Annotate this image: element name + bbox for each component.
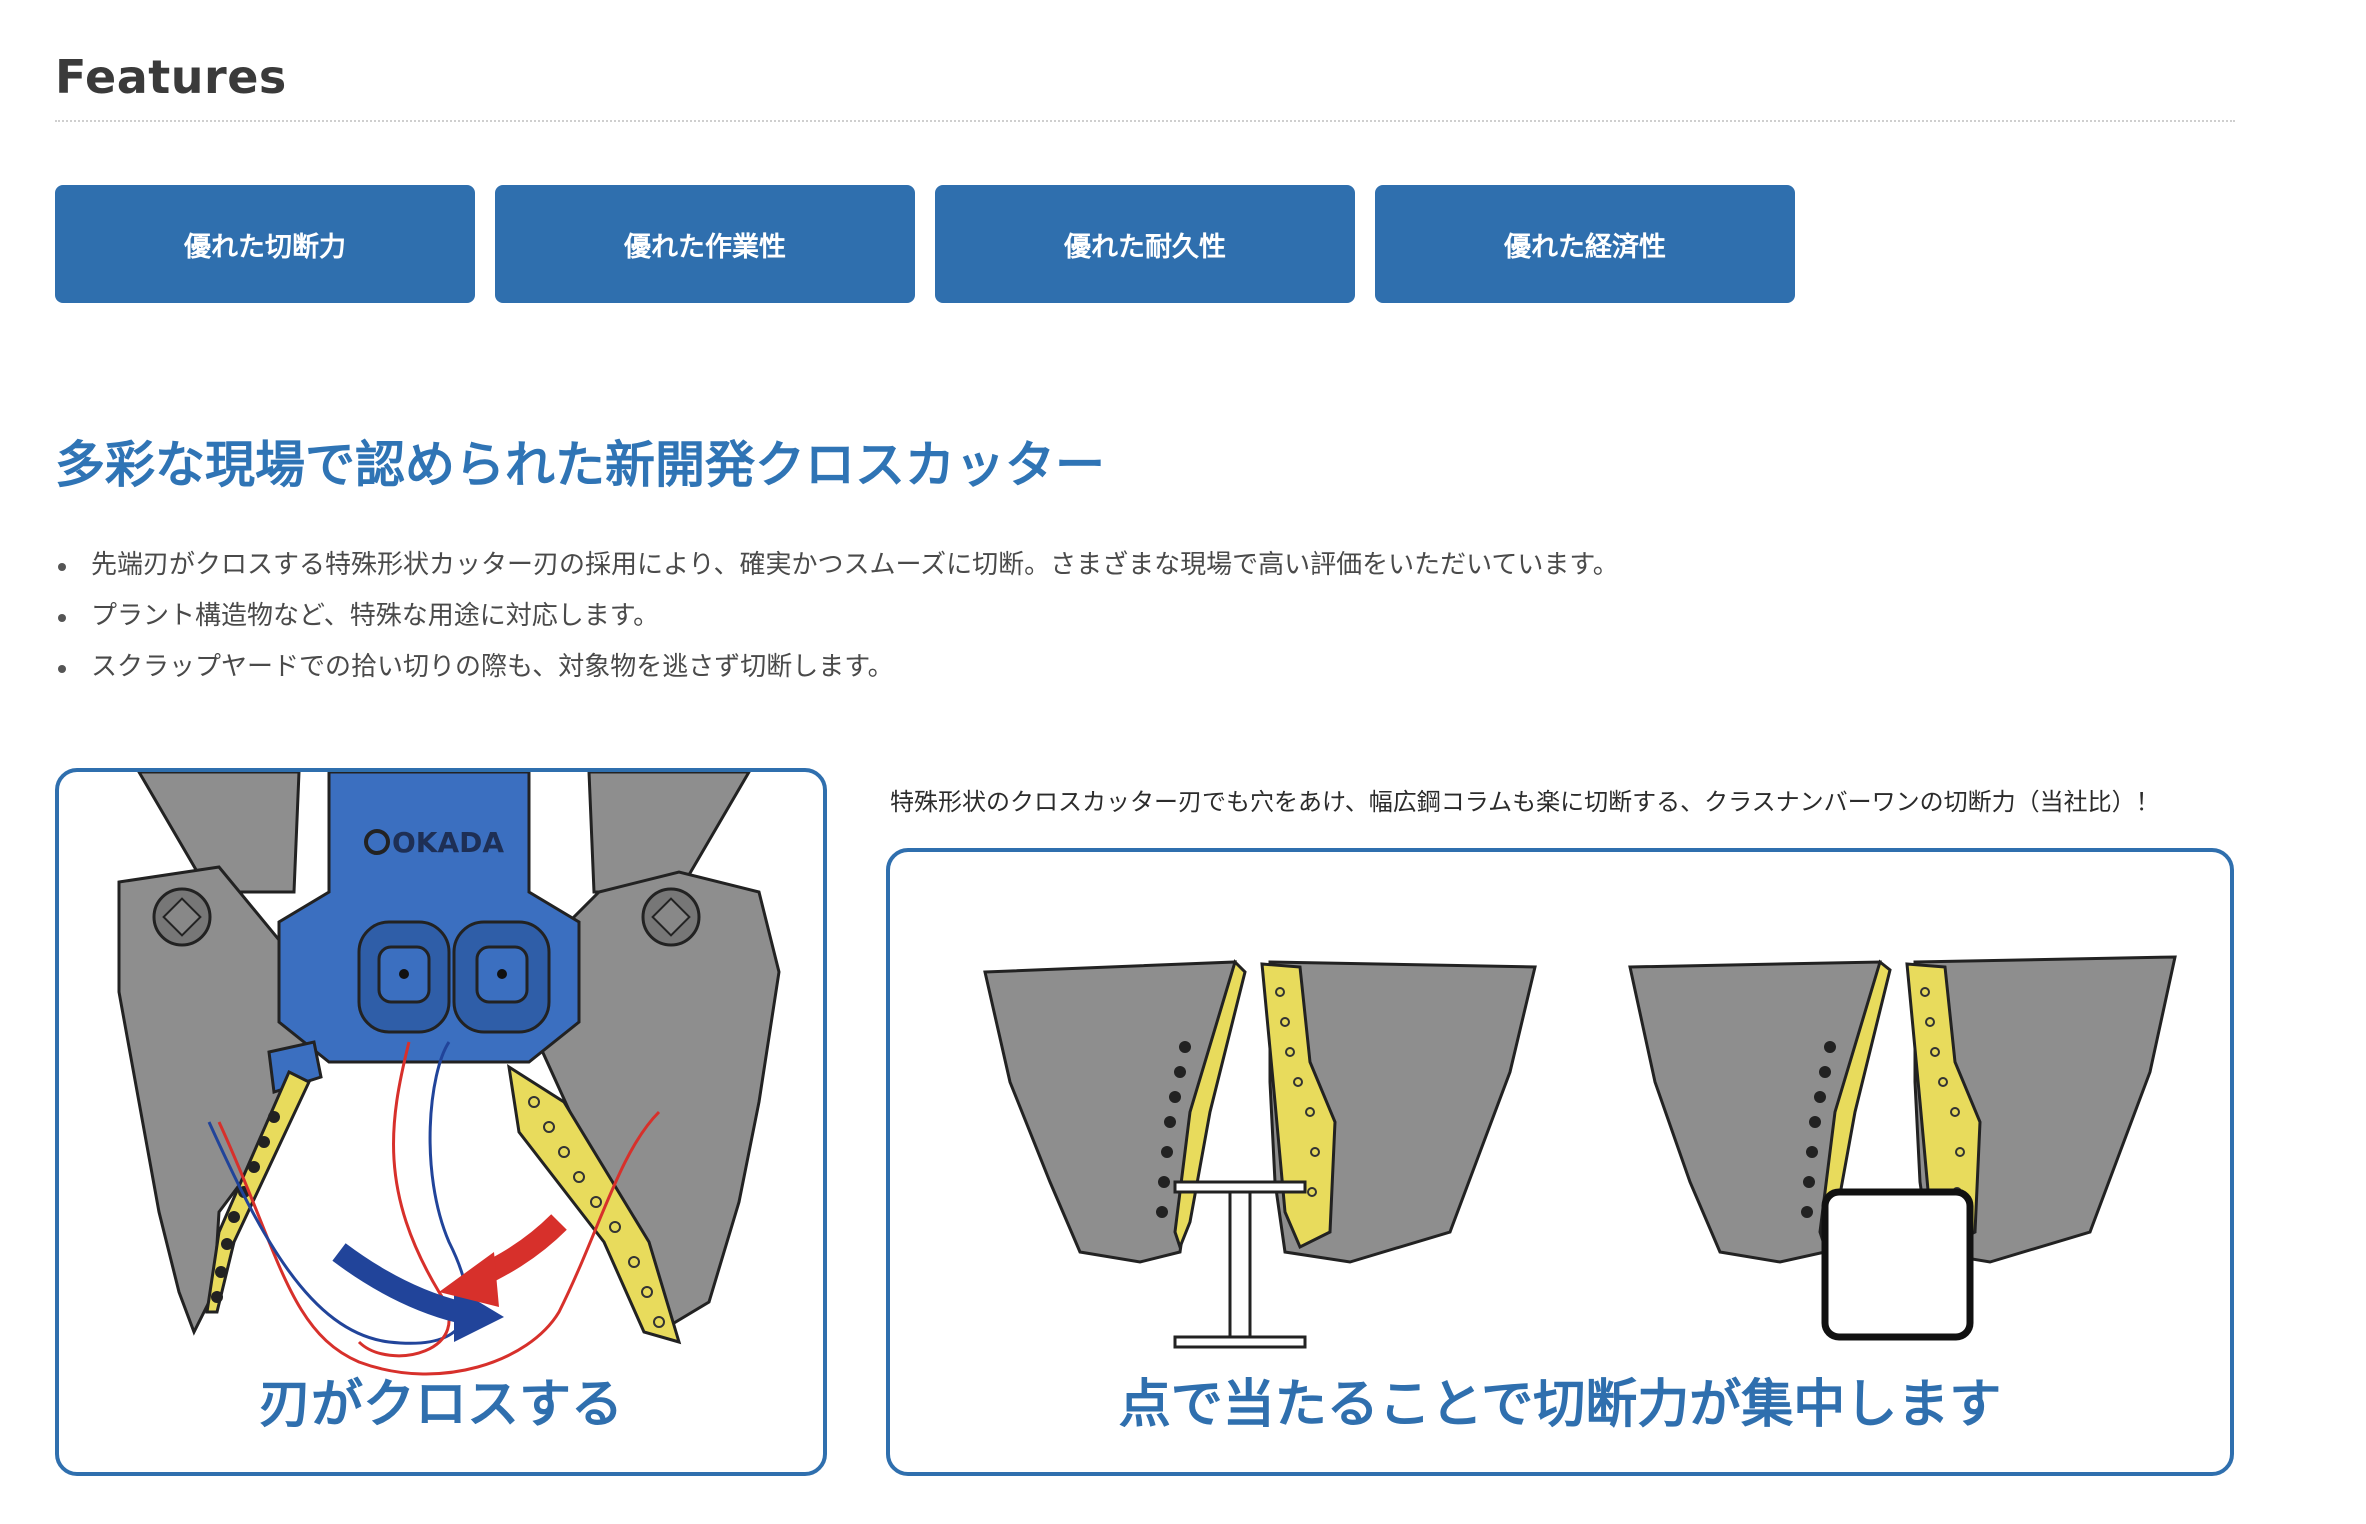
tab-durability[interactable]: 優れた耐久性 (935, 185, 1355, 303)
right-jaw (1268, 960, 1537, 1264)
list-item: 先端刃がクロスする特殊形状カッター刃の採用により、確実かつスムーズに切断。さまざ… (55, 540, 1619, 591)
cross-cutter-illustration: OKADA (117, 772, 781, 1376)
h-beam-web (1228, 1190, 1252, 1339)
blue-arrow-head (454, 1287, 504, 1342)
left-cutter-blade (1173, 959, 1247, 1252)
list-item: スクラップヤードでの拾い切りの際も、対象物を逃さず切断します。 (55, 642, 1619, 693)
cross-cutter-illustration-panel: OKADA 刃がクロスする (55, 768, 827, 1476)
h-beam-bottom-flange (1173, 1335, 1307, 1349)
features-divider (55, 120, 2235, 122)
cutting-power-note: 特殊形状のクロスカッター刃でも穴をあけ、幅広鋼コラムも楽に切断する、クラスナンバ… (890, 788, 2160, 816)
brand-text: OKADA (392, 826, 504, 859)
tab-cutting-power[interactable]: 優れた切断力 (55, 185, 475, 303)
left-upper-arm (137, 772, 301, 894)
right-cutter-blade (507, 1063, 682, 1345)
left-cutter-blade (205, 1069, 311, 1314)
box-column (1821, 1188, 1974, 1341)
point-contact-illustration-panel: 点で当たることで切断力が集中します (886, 848, 2234, 1476)
right-cutter-blade (1905, 962, 1982, 1250)
red-arrow-head (439, 1252, 499, 1307)
left-panel-caption: 刃がクロスする (258, 1375, 623, 1435)
right-panel-caption: 点で当たることで切断力が集中します (1118, 1375, 2002, 1435)
blue-arrow (332, 1243, 462, 1323)
right-jaw (1913, 955, 2177, 1264)
list-item: プラント構造物など、特殊な用途に対応します。 (55, 591, 1619, 642)
tab-economy[interactable]: 優れた経済性 (1375, 185, 1795, 303)
feature-bullet-list: 先端刃がクロスする特殊形状カッター刃の採用により、確実かつスムーズに切断。さまざ… (55, 540, 1619, 693)
tab-workability[interactable]: 優れた作業性 (495, 185, 915, 303)
h-beam-cut-diagram (983, 959, 1537, 1349)
right-cutter-blade (1260, 962, 1337, 1250)
bracket (267, 1040, 323, 1094)
point-contact-illustration (983, 955, 2177, 1349)
box-column-cut-diagram (1628, 955, 2177, 1341)
features-title: Features (55, 50, 287, 104)
red-trajectory (217, 1110, 661, 1376)
okada-logo-icon (364, 829, 390, 855)
section-heading: 多彩な現場で認められた新開発クロスカッター (55, 436, 1105, 494)
